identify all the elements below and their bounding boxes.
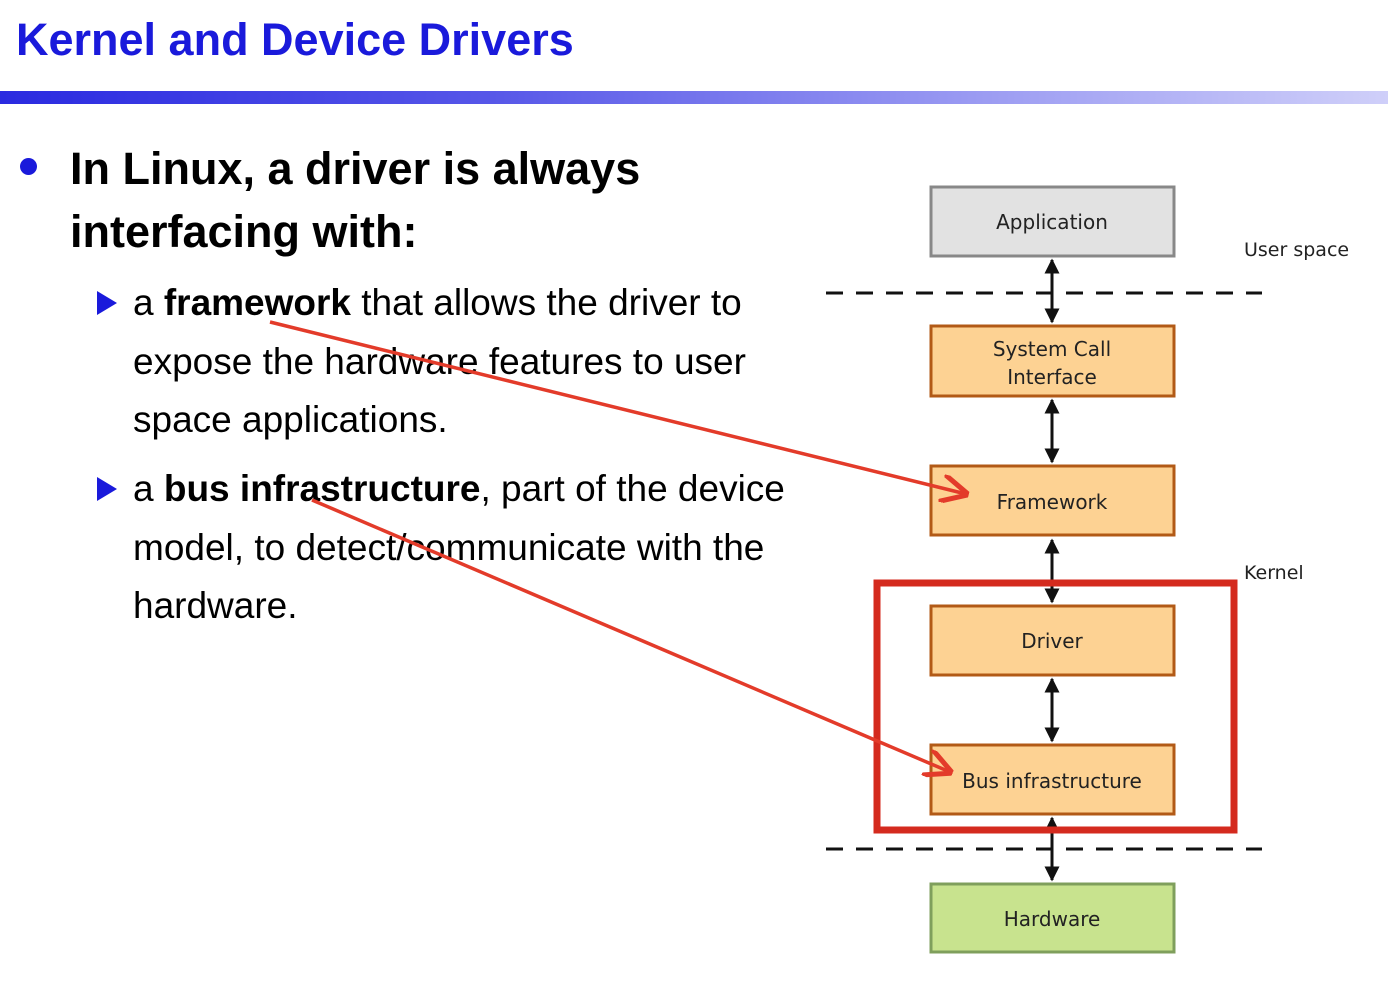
pointer-arrow-framework xyxy=(269,320,966,494)
driver-bus-highlight-frame xyxy=(873,579,1238,834)
application-label: Application xyxy=(996,210,1108,234)
kernel-label: Kernel xyxy=(1244,562,1304,584)
system-call-interface-box xyxy=(929,324,1176,398)
driver-label: Driver xyxy=(1021,629,1083,653)
main-bullet-text: In Linux, a driver is always interfacing… xyxy=(70,143,641,257)
sub-bullet-text: that allows the driver to expose the har… xyxy=(133,282,746,440)
hardware-label: Hardware xyxy=(1004,907,1101,931)
triangle-bullet-icon xyxy=(97,477,117,501)
sub-bullet-bus: a bus infrastructure, part of the device… xyxy=(133,460,823,636)
user-space-label: User space xyxy=(1244,239,1349,261)
driver-box xyxy=(929,604,1176,677)
title-underline-bar xyxy=(0,91,1388,104)
application-box xyxy=(929,185,1176,258)
system-call-label-line2: Interface xyxy=(1007,365,1097,389)
bus-infrastructure-box xyxy=(929,743,1176,816)
sub-bullet-framework: a framework that allows the driver to ex… xyxy=(133,274,823,450)
keyword-framework: framework xyxy=(163,282,351,323)
triangle-bullet-icon xyxy=(97,291,117,315)
bus-infrastructure-label: Bus infrastructure xyxy=(962,769,1142,793)
system-call-label-line1: System Call xyxy=(993,337,1111,361)
slide-title: Kernel and Device Drivers xyxy=(16,14,574,65)
bullet-dot-icon xyxy=(20,158,37,175)
framework-label: Framework xyxy=(997,490,1108,514)
hardware-box xyxy=(929,882,1176,954)
sub-bullet-prefix: a xyxy=(133,468,164,509)
sub-bullet-text: , part of the device model, to detect/co… xyxy=(133,468,785,626)
pointer-arrow-bus xyxy=(311,498,950,772)
keyword-bus-infrastructure: bus infrastructure xyxy=(163,468,481,509)
sub-bullet-prefix: a xyxy=(133,282,164,323)
